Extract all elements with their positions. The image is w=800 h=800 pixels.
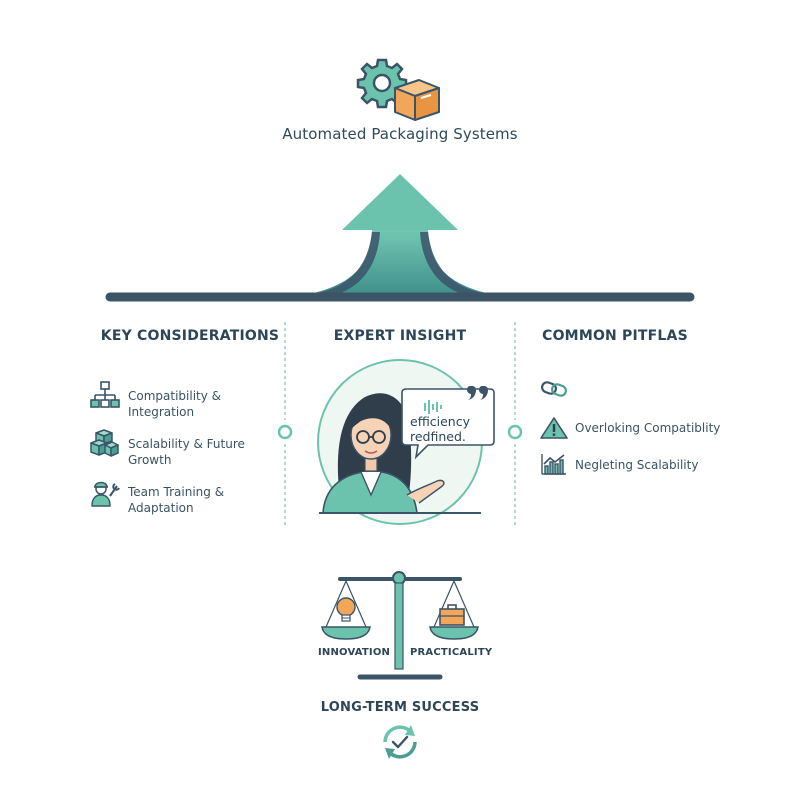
consideration-training-line2: Adaptation (128, 501, 194, 515)
long-term-success-label: LONG-TERM SUCCESS (320, 700, 480, 715)
expert-insight-heading: EXPERT INSIGHT (333, 328, 467, 344)
cycle-check-icon (383, 725, 417, 759)
chart-icon (541, 454, 566, 475)
innovation-label: INNOVATION (318, 647, 391, 658)
stacked-boxes-icon (90, 429, 119, 457)
lightbulb-icon (336, 597, 356, 622)
chain-link-icon (541, 381, 567, 397)
speech-bubble (401, 388, 495, 460)
merge-arrow (105, 174, 695, 302)
quote-icon (467, 386, 488, 400)
briefcase-icon (439, 604, 465, 626)
page-title: Automated Packaging Systems (282, 125, 518, 143)
right-divider (507, 322, 523, 525)
common-pitfalls-heading: COMMON PITFLAS (542, 328, 688, 344)
consideration-scalability: Scalability & Future Growth (128, 436, 288, 468)
left-divider (277, 322, 293, 525)
consideration-scalability-line1: Scalability & Future (128, 437, 245, 451)
consideration-training-line1: Team Training & (128, 485, 225, 499)
consideration-scalability-line2: Growth (128, 453, 172, 467)
expert-quote-line2: redfined. (410, 429, 466, 444)
hierarchy-icon (90, 381, 120, 408)
gear-and-box-icon (356, 58, 440, 121)
key-considerations-heading: KEY CONSIDERATIONS (100, 328, 280, 344)
worker-wrench-icon (91, 481, 120, 507)
pitfall-compatibility: Overloking Compatiblity (575, 421, 721, 435)
balance-scale (321, 571, 479, 680)
practicality-label: PRACTICALITY (410, 647, 493, 658)
expert-quote: efficiency redfined. (410, 414, 490, 444)
expert-quote-line1: efficiency (410, 414, 471, 429)
consideration-training: Team Training & Adaptation (128, 484, 288, 516)
warning-icon (540, 417, 568, 439)
pitfall-scalability: Negleting Scalability (575, 458, 699, 472)
consideration-compatibility: Compatibility & Integration (128, 389, 222, 419)
